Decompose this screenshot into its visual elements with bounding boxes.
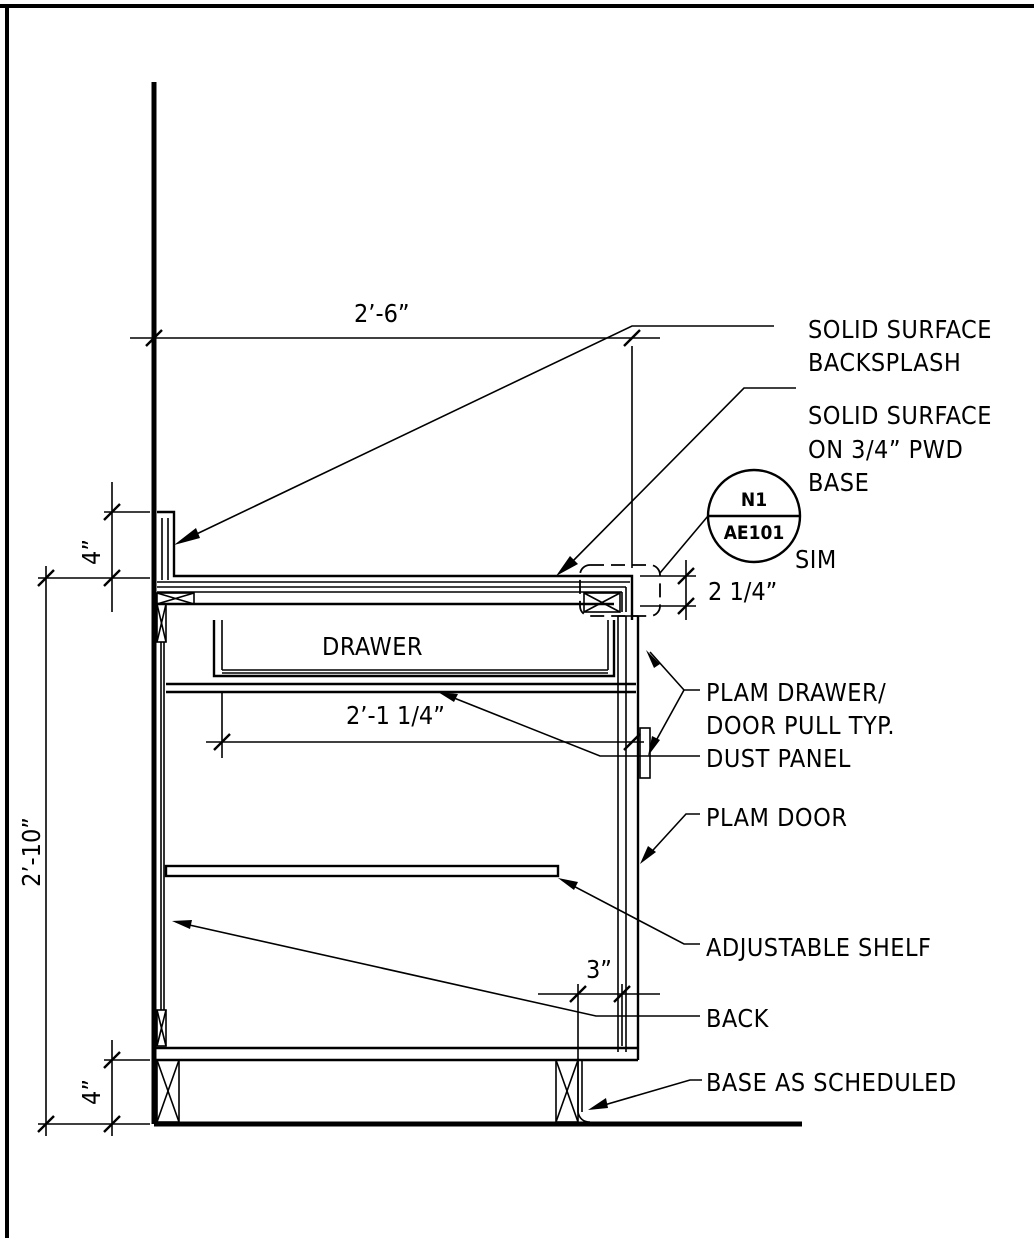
dim-overall-height-text: 2’-10” xyxy=(17,817,46,887)
dim-overall-width xyxy=(130,329,660,568)
detail-number: N1 xyxy=(741,489,767,511)
drawer-label: DRAWER xyxy=(322,632,423,661)
callout-pull-1: PLAM DRAWER/ xyxy=(706,678,886,707)
callout-shelf: ADJUSTABLE SHELF xyxy=(706,933,931,962)
leader-top xyxy=(556,387,796,576)
dim-base-offset xyxy=(538,984,660,1060)
dust-panel xyxy=(166,682,636,694)
dim-backsplash-height xyxy=(103,482,150,612)
dim-base-offset-text: 3” xyxy=(586,955,612,984)
dim-drawer-depth xyxy=(206,692,644,758)
leader-shelf xyxy=(558,878,700,945)
leader-pull xyxy=(646,650,700,756)
callout-base: BASE AS SCHEDULED xyxy=(706,1068,957,1097)
detail-bubble: N1 AE101 xyxy=(659,468,802,574)
leader-backsplash xyxy=(174,325,774,545)
toe-kick-blocking xyxy=(156,1059,591,1123)
callout-backsplash-1: SOLID SURFACE xyxy=(808,315,992,344)
callout-door: PLAM DOOR xyxy=(706,803,847,832)
dim-drawer-depth-text: 2’-1 1/4” xyxy=(346,701,445,730)
dim-overall-width-text: 2’-6” xyxy=(354,299,410,328)
detail-sheet: AE101 xyxy=(724,522,785,544)
dim-toe-kick-height-text: 4” xyxy=(77,1079,106,1105)
cabinet-back xyxy=(156,603,167,1047)
door-panel xyxy=(617,615,651,1060)
leader-base xyxy=(588,1079,702,1110)
detail-boundary xyxy=(579,564,661,617)
callout-top-1: SOLID SURFACE xyxy=(808,401,992,430)
dim-top-thickness xyxy=(640,560,696,620)
countertop xyxy=(156,581,630,613)
leader-dust-panel xyxy=(438,692,700,757)
drawer-box xyxy=(212,620,616,678)
cabinet-bottom xyxy=(154,1046,638,1062)
callout-dust-panel: DUST PANEL xyxy=(706,744,851,773)
dim-overall-height xyxy=(37,566,150,1136)
leader-back xyxy=(172,920,700,1017)
dim-toe-kick-height xyxy=(103,1040,150,1136)
dim-top-thickness-text: 2 1/4” xyxy=(708,577,777,606)
backsplash xyxy=(157,510,634,620)
callout-pull-2: DOOR PULL TYP. xyxy=(706,711,895,740)
callout-back: BACK xyxy=(706,1004,770,1033)
callout-top-3: BASE xyxy=(808,468,869,497)
callout-backsplash-2: BACKSPLASH xyxy=(808,348,961,377)
sheet-border xyxy=(0,4,1034,1238)
dim-backsplash-height-text: 4” xyxy=(77,539,106,565)
adjustable-shelf xyxy=(164,864,560,878)
callout-top-2: ON 3/4” PWD xyxy=(808,435,963,464)
sim-label: SIM xyxy=(795,545,837,574)
leader-door xyxy=(640,813,700,864)
